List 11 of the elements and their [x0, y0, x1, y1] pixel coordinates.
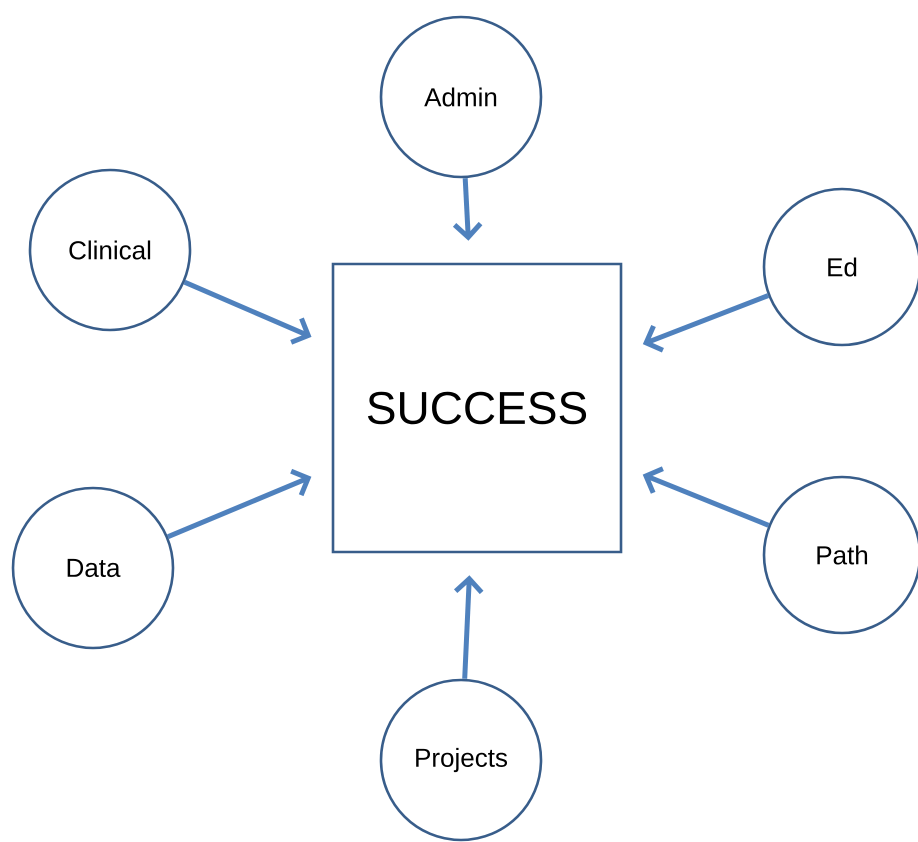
circle-node: Projects — [380, 678, 542, 842]
arrow — [452, 178, 482, 241]
arrow — [167, 468, 312, 539]
circle-node: Clinical — [28, 168, 192, 332]
arrow — [642, 293, 769, 353]
success-box: SUCCESS — [332, 262, 622, 554]
arrow — [642, 466, 770, 528]
circle-node: Data — [12, 486, 174, 650]
circle-node: Admin — [380, 16, 542, 178]
arrow — [454, 575, 484, 679]
arrow — [184, 280, 312, 345]
